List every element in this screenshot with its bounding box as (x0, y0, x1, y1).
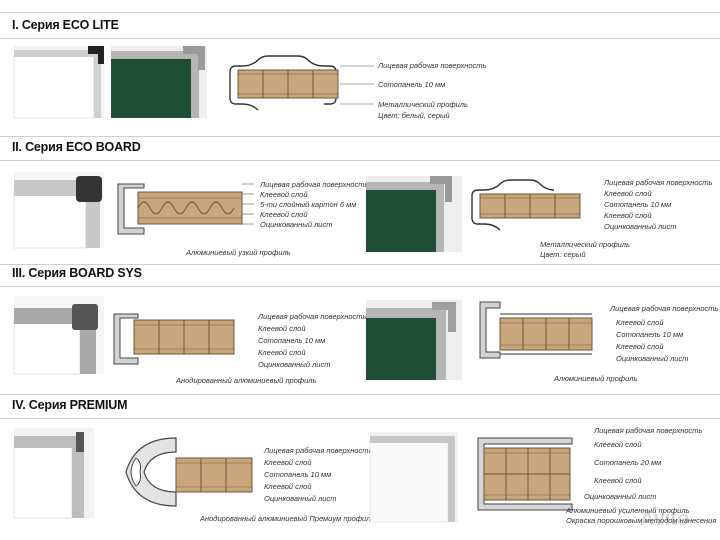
section-divider (0, 136, 720, 137)
layer-label: Оцинкованный лист (258, 360, 331, 369)
layer-label: Клеевой слой (616, 342, 664, 351)
layer-label: Клеевой слой (604, 211, 652, 220)
layer-label: Оцинкованный лист (604, 222, 677, 231)
section-divider (0, 394, 720, 395)
profile-caption: Алюминиевый узкий профиль (186, 248, 291, 257)
green-board-corner-photo (366, 300, 462, 380)
layer-label: Оцинкованный лист (260, 220, 333, 229)
green-board-corner-photo (366, 176, 462, 252)
white-board-corner-photo (13, 296, 104, 375)
layer-label: Цвет: белый, серый (378, 111, 450, 120)
profile-caption: Металлический профиль (540, 240, 630, 249)
layer-label: Сотопанель 10 мм (604, 200, 672, 209)
section-divider (0, 160, 720, 161)
section-title: III. Серия BOARD SYS (12, 266, 142, 280)
layer-label: 5-ти слойный картон 6 мм (260, 200, 357, 209)
profile-caption: Анодированный алюминиевый Премиум профил… (200, 514, 375, 523)
profile-caption: Окраска порошковым методом нанесения (566, 516, 717, 525)
layer-label: Клеевой слой (264, 482, 312, 491)
layer-label: Лицевая рабочая поверхность (378, 61, 487, 70)
profile-caption: Цвет: серый (540, 250, 586, 259)
layer-label: Клеевой слой (616, 318, 664, 327)
profile-cross-section (113, 313, 235, 365)
watermark: Avito (640, 508, 690, 530)
profile-caption: Алюминиевый усиленный профиль (566, 506, 690, 515)
layer-label: Лицевая рабочая поверхность (610, 304, 719, 313)
layer-label: Сотопанель 20 мм (594, 458, 662, 467)
layer-label: Лицевая рабочая поверхность (604, 178, 713, 187)
profile-caption: Анодированный алюминиевый профиль (176, 376, 317, 385)
layer-label: Лицевая рабочая поверхность (594, 426, 703, 435)
white-board-corner-photo (13, 46, 104, 119)
layer-label: Клеевой слой (594, 440, 642, 449)
profile-cross-section (117, 183, 254, 235)
layer-label: Клеевой слой (260, 210, 308, 219)
layer-label: Оцинкованный лист (584, 492, 657, 501)
section-divider (0, 418, 720, 419)
section-divider (0, 264, 720, 265)
profile-caption: Алюминиевый профиль (554, 374, 638, 383)
layer-label: Оцинкованный лист (616, 354, 689, 363)
section-divider (0, 38, 720, 39)
layer-label: Сотопанель 10 мм (378, 80, 446, 89)
layer-label: Сотопанель 10 мм (616, 330, 684, 339)
section-title: II. Серия ECO BOARD (12, 140, 141, 154)
layer-label: Металлический профиль (378, 100, 468, 109)
layer-label: Лицевая рабочая поверхность (264, 446, 373, 455)
layer-label: Сотопанель 10 мм (258, 336, 326, 345)
layer-label: Сотопанель 10 мм (264, 470, 332, 479)
section-divider (0, 286, 720, 287)
white-board-corner-photo (13, 428, 94, 519)
layer-label: Лицевая рабочая поверхность (258, 312, 367, 321)
section-title: IV. Серия PREMIUM (12, 398, 128, 412)
layer-label: Оцинкованный лист (264, 494, 337, 503)
section-title: I. Серия ECO LITE (12, 18, 119, 32)
section-divider (0, 12, 720, 13)
profile-cross-section (479, 301, 593, 359)
layer-label: Клеевой слой (260, 190, 308, 199)
green-board-corner-photo (111, 46, 207, 118)
profile-cross-section (477, 437, 573, 511)
white-board-corner-photo (13, 172, 104, 249)
white-board-corner-photo (369, 432, 458, 523)
layer-label: Клеевой слой (264, 458, 312, 467)
layer-label: Клеевой слой (258, 348, 306, 357)
layer-label: Лицевая рабочая поверхность (260, 180, 369, 189)
layer-label: Клеевой слой (604, 189, 652, 198)
profile-cross-section (471, 179, 581, 231)
layer-label: Клеевой слой (594, 476, 642, 485)
profile-cross-section (125, 437, 253, 507)
layer-label: Клеевой слой (258, 324, 306, 333)
profile-cross-section (229, 55, 374, 111)
